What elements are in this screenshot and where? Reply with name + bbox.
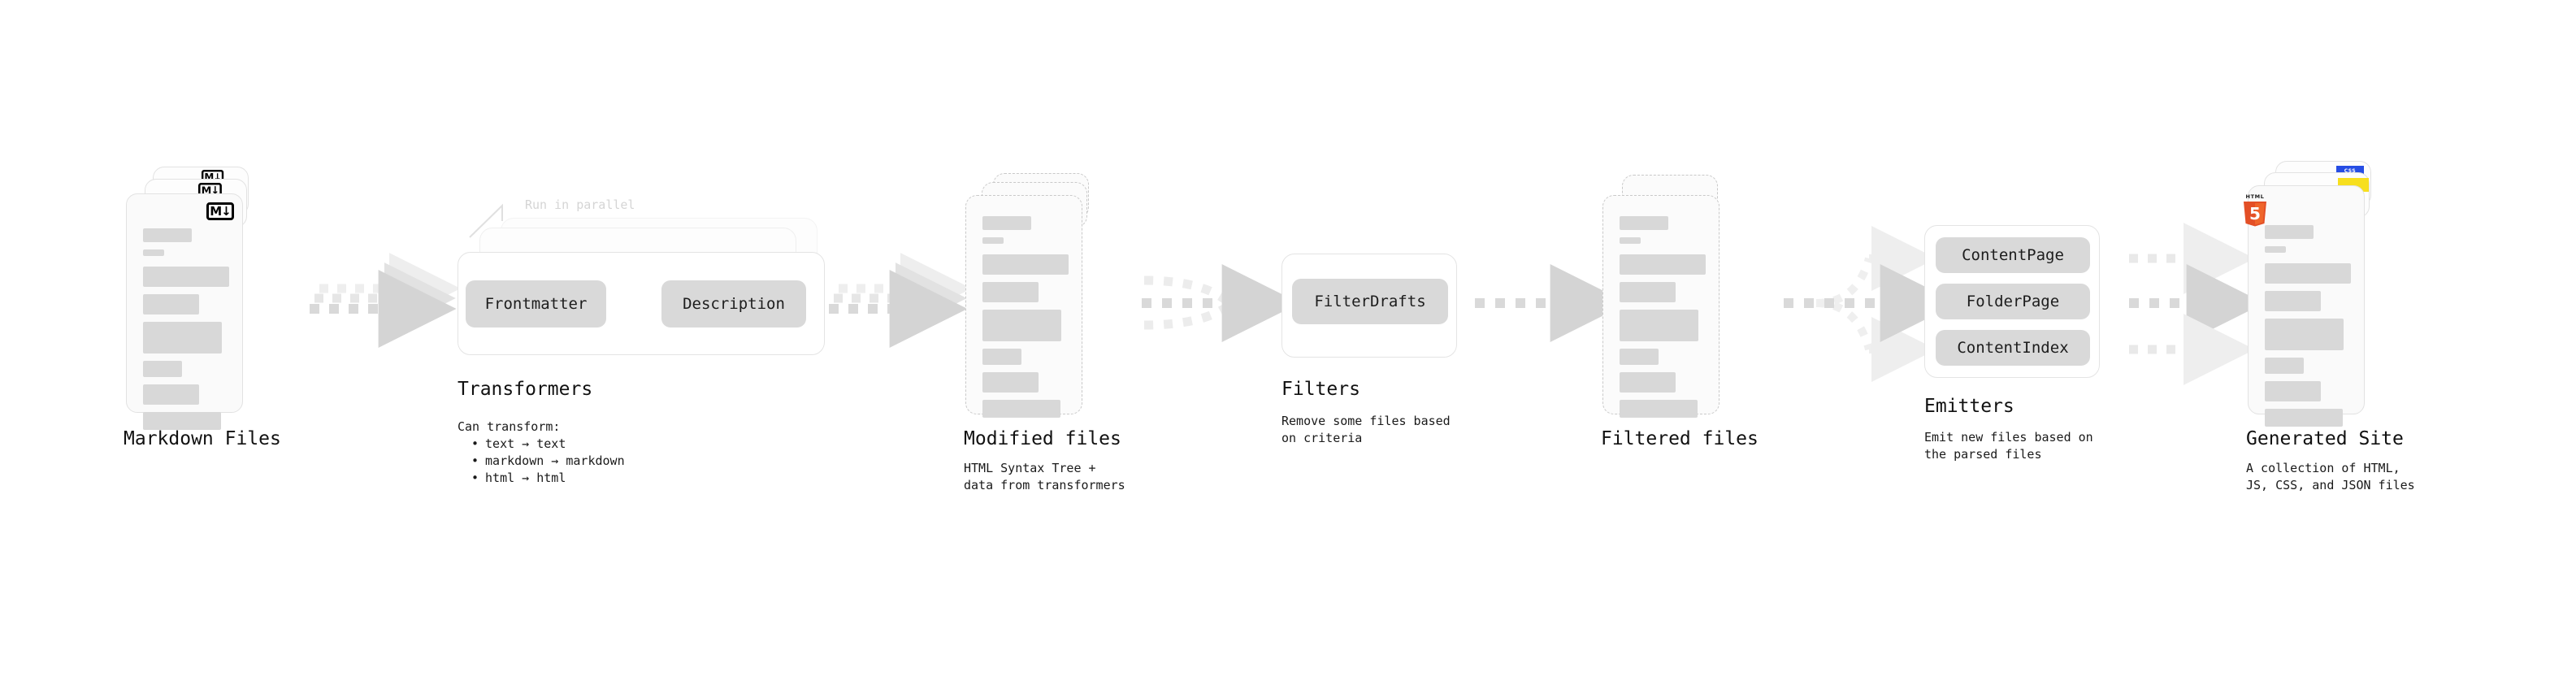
- modified-files-description: HTML Syntax Tree + data from transformer…: [964, 461, 1125, 492]
- markdown-badge-front: M↓: [206, 202, 234, 220]
- arrow-emitters-to-site: [2129, 223, 2265, 385]
- markdown-files-heading: Markdown Files: [124, 428, 281, 449]
- modified-card-lines: [982, 216, 1069, 425]
- transformers-description-title: Can transform:: [458, 419, 561, 434]
- emitters-heading: Emitters: [1924, 396, 2014, 417]
- filtered-card-lines: [1620, 216, 1706, 425]
- arrow-transformers-to-modified: [829, 253, 972, 348]
- generated-site-description: A collection of HTML, JS, CSS, and JSON …: [2246, 461, 2415, 492]
- emitters-description: Emit new files based on the parsed files: [1924, 430, 2093, 462]
- svg-text:HTML: HTML: [2246, 193, 2265, 200]
- emitter-pill-contentindex[interactable]: ContentIndex: [1936, 330, 2090, 366]
- transformers-description: Can transform: text → text markdown → ma…: [458, 419, 625, 487]
- arrow-modified-to-filters: [1142, 264, 1300, 342]
- modified-files-heading: Modified files: [964, 428, 1121, 449]
- filtered-files-heading: Filtered files: [1601, 428, 1759, 449]
- transformers-capability-item: text → text: [471, 436, 625, 453]
- markdown-card-front: M↓: [126, 193, 243, 430]
- generated-site-heading: Generated Site: [2246, 428, 2404, 449]
- transformers-capability-list: text → text markdown → markdown html → h…: [458, 436, 625, 487]
- filtered-card-front: [1602, 195, 1720, 418]
- transformers-capability-item: html → html: [471, 470, 625, 487]
- generated-card-front: HTML 5: [2244, 185, 2365, 427]
- filter-pill-filterdrafts[interactable]: FilterDrafts: [1292, 279, 1448, 324]
- run-in-parallel-label: Run in parallel: [525, 197, 635, 212]
- modified-card-front: [965, 195, 1082, 418]
- transformers-heading: Transformers: [458, 379, 593, 400]
- html5-badge: HTML 5: [2240, 193, 2270, 227]
- html5-logo-icon: HTML 5: [2244, 193, 2266, 227]
- transformers-capability-item: markdown → markdown: [471, 453, 625, 470]
- emitter-pill-contentpage[interactable]: ContentPage: [1936, 237, 2090, 273]
- transformer-pill-description[interactable]: Description: [661, 280, 806, 327]
- arrow-filtered-to-emitters: [1784, 226, 1958, 382]
- generated-card-lines: [2265, 225, 2351, 434]
- transformer-pill-frontmatter[interactable]: Frontmatter: [466, 280, 606, 327]
- emitter-pill-folderpage[interactable]: FolderPage: [1936, 284, 2090, 319]
- svg-text:5: 5: [2249, 204, 2261, 223]
- filters-description: Remove some files based on criteria: [1281, 414, 1451, 445]
- arrow-markdown-to-transformers: [310, 253, 461, 348]
- filters-heading: Filters: [1281, 379, 1360, 400]
- markdown-card-lines: [143, 228, 229, 437]
